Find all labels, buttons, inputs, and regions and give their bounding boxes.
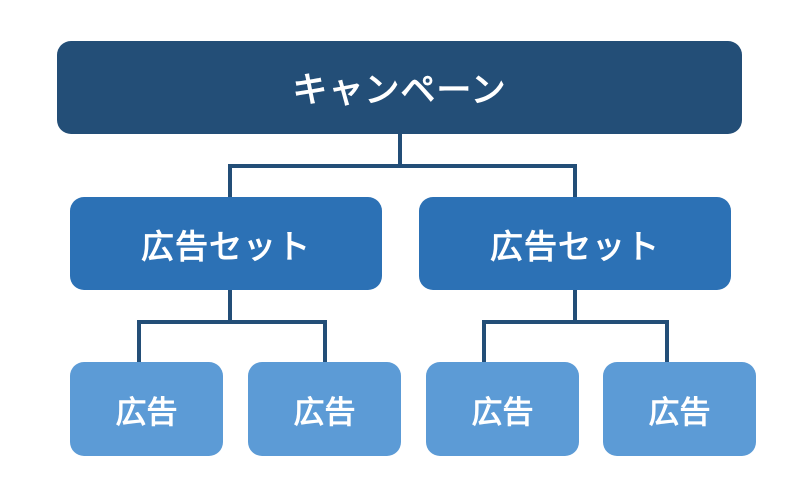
campaign-label: キャンペーン [292, 71, 507, 111]
ad-label: 広告 [293, 394, 356, 431]
ad-label: 広告 [115, 394, 178, 431]
adset-node-2: 広告セット [419, 197, 731, 290]
connector-adset-2-to-ads [482, 288, 669, 364]
connector-campaign-to-adsets [228, 132, 577, 199]
connector-adset-1-to-ads [137, 288, 327, 364]
ad-node-1: 広告 [70, 362, 223, 456]
adset-label: 広告セット [141, 226, 311, 266]
ad-node-3: 広告 [426, 362, 579, 456]
ad-label: 広告 [471, 394, 534, 431]
adset-label: 広告セット [490, 226, 660, 266]
campaign-node: キャンペーン [57, 41, 742, 134]
ad-node-2: 広告 [248, 362, 401, 456]
ad-node-4: 広告 [603, 362, 756, 456]
ad-label: 広告 [648, 394, 711, 431]
adset-node-1: 広告セット [70, 197, 382, 290]
